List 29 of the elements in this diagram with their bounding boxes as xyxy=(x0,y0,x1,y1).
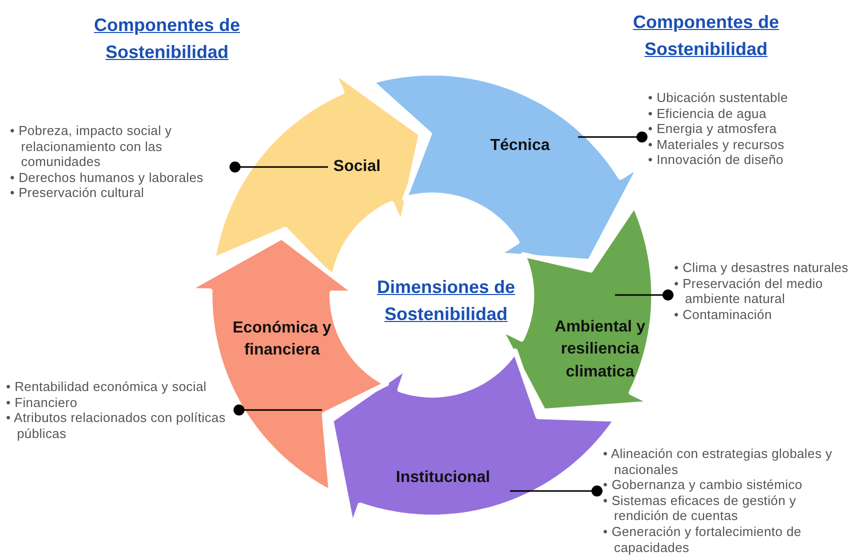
bullet-item: • Pobreza, impacto social y relacionamiento con las comunidades xyxy=(10,123,173,170)
bullet-item: • Atributos relacionados con políticas públicas xyxy=(6,410,227,442)
heading: Componentes de Sostenibilidad xyxy=(92,14,241,64)
bullet-item: • Innovación de diseño xyxy=(648,152,784,168)
bullet-item: • Contaminación xyxy=(674,306,773,322)
bullet-item: • Gobernanza y cambio sistémico xyxy=(603,477,804,493)
bullet-item: • Rentabilidad económica y social xyxy=(6,379,208,395)
bullet-item: • Clima y desastres naturales xyxy=(674,260,850,276)
leader-line xyxy=(578,132,648,142)
bullet-item: • Generación y fortalecimiento de capacidades xyxy=(603,524,802,556)
bullet-item: • Eficiencia de agua xyxy=(648,106,768,122)
leader-line xyxy=(234,404,322,416)
heading: Dimensiones de Sostenibilidad xyxy=(376,276,516,326)
segment-label: Económica y financiera xyxy=(232,318,332,361)
heading: Componentes de Sostenibilidad xyxy=(632,11,780,61)
segment-label: Social xyxy=(333,156,381,177)
bullet-item: • Alineación con estrategias globales y nacionales xyxy=(603,446,834,478)
bullet-item: • Financiero xyxy=(6,394,78,410)
bullet-item: • Ubicación sustentable xyxy=(648,90,789,106)
bullet-item: • Sistemas eficaces de gestión y rendición de cuentas xyxy=(603,492,798,524)
bullet-item: • Preservación cultural xyxy=(10,185,146,201)
bullet-item: • Preservación del medio ambiente natural xyxy=(674,276,824,307)
bullet-item: • Energia y atmosfera xyxy=(648,121,778,137)
leader-line xyxy=(510,486,602,496)
segment-label: Ambiental y resiliencia climatica xyxy=(554,317,646,382)
segment-label: Institucional xyxy=(396,468,490,488)
segment-label: Técnica xyxy=(490,136,550,156)
bullet-item: • Materiales y recursos xyxy=(648,136,786,152)
bullet-item: • Derechos humanos y laborales xyxy=(10,170,204,186)
